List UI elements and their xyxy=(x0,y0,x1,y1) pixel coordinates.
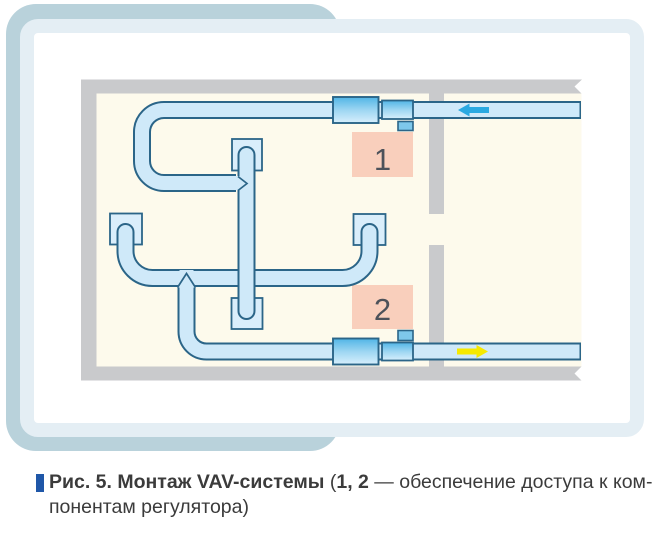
vav-2-sensor-box xyxy=(397,329,414,342)
exhaust-air-arrow-icon xyxy=(457,345,488,358)
exhaust-main-duct xyxy=(176,270,581,361)
caption-tail: — обеспечение доступа к ком- xyxy=(368,471,653,493)
access-zone-1: 1 xyxy=(352,132,413,177)
access-zone-2-label: 2 xyxy=(374,292,391,327)
vav-1-sensor-box xyxy=(397,120,414,132)
wall-partition-lower xyxy=(429,245,444,367)
caption-title: Рис. 5. Монтаж VAV-системы xyxy=(49,471,325,493)
access-zone-2: 2 xyxy=(352,285,413,329)
vav-2-regulator-box xyxy=(332,337,380,366)
caption-line-2: понентам регулятора) xyxy=(49,495,249,518)
supply-air-arrow-icon xyxy=(458,103,489,117)
wall-top xyxy=(81,79,582,94)
access-zone-1-label: 1 xyxy=(374,142,391,177)
wall-partition-upper xyxy=(429,93,444,214)
wall-bottom xyxy=(81,366,582,381)
vav-unit-1 xyxy=(332,96,414,132)
supply-main-duct xyxy=(133,101,581,192)
caption-line-1: Рис. 5. Монтаж VAV-системы (1, 2 — обесп… xyxy=(49,470,652,495)
duct-junction-chevron-right xyxy=(237,175,249,192)
caption-open-paren: ( xyxy=(324,471,337,493)
figure-caption: Рис. 5. Монтаж VAV-системы (1, 2 — обесп… xyxy=(36,470,652,519)
access-zone-1-area xyxy=(352,132,413,177)
room-walls xyxy=(81,79,582,381)
wall-left xyxy=(81,79,97,381)
duct-junction-chevron-up xyxy=(176,271,197,288)
vav-2-actuator-box xyxy=(381,341,414,362)
vav-1-actuator-box xyxy=(381,99,414,120)
caption-ref-numbers: 1, 2 xyxy=(336,471,369,493)
vav-1-regulator-box xyxy=(332,96,380,124)
vav-unit-2 xyxy=(332,329,414,366)
caption-bullet-icon xyxy=(36,474,44,492)
room-floor xyxy=(96,93,582,367)
access-zone-2-area xyxy=(352,285,413,329)
